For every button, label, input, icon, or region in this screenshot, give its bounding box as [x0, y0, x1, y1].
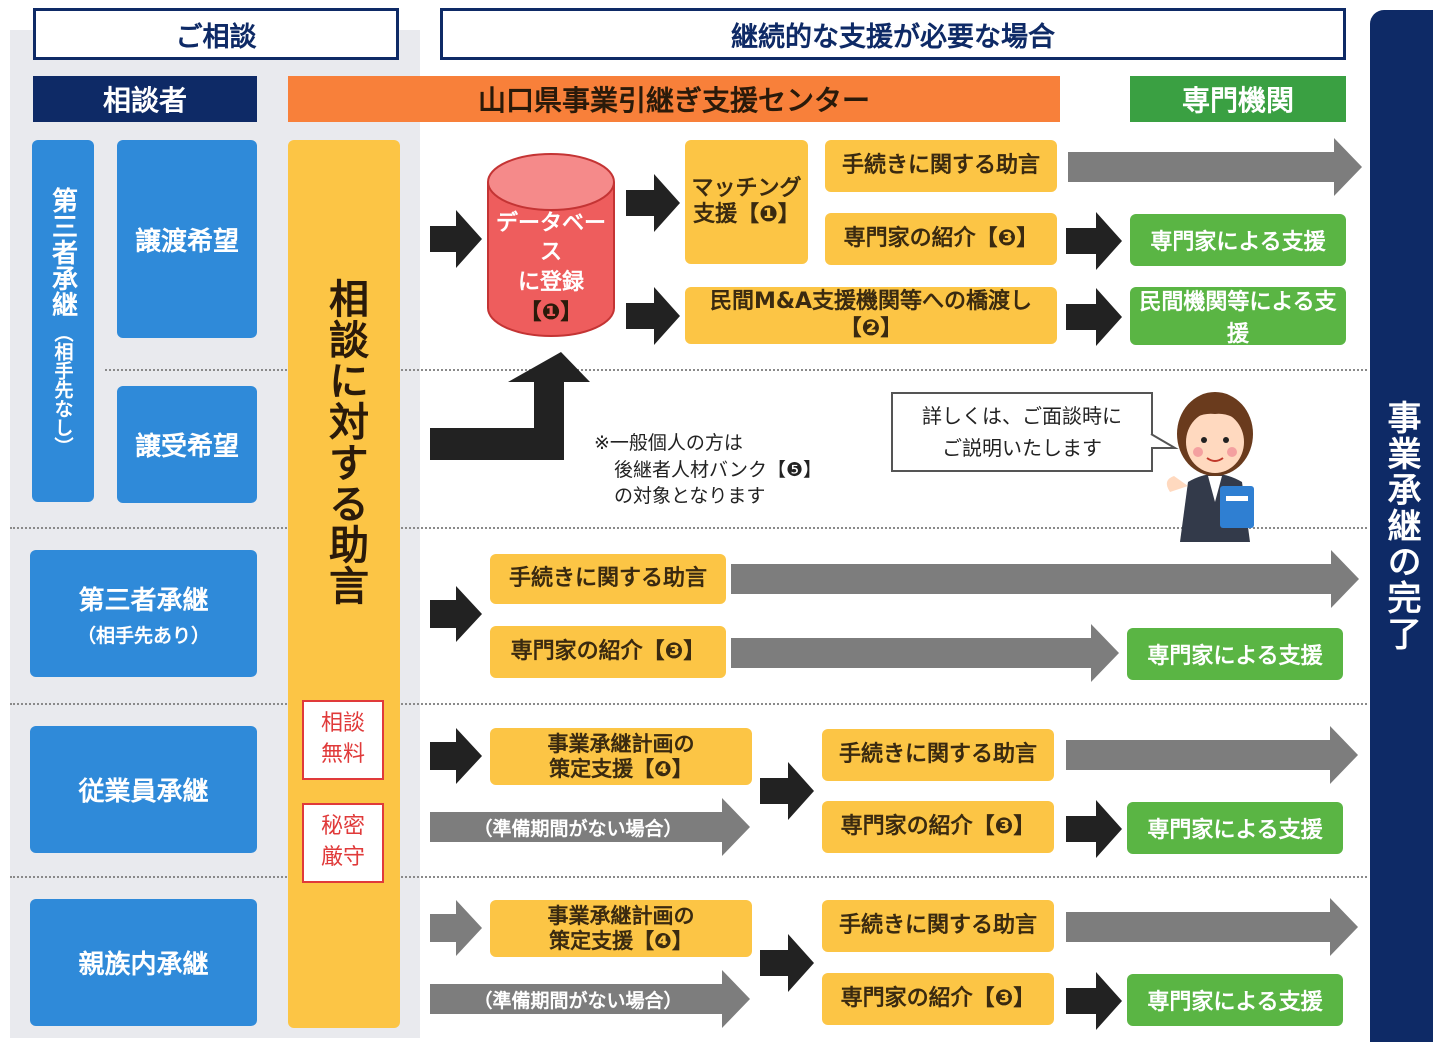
gray-arrow-row1 — [1068, 138, 1362, 196]
separator-2 — [10, 527, 1367, 529]
free-line1: 相談 — [320, 711, 365, 737]
database-line1: データベース — [495, 210, 606, 266]
box-receive-wish: 譲受希望 — [117, 386, 257, 503]
gray-arrow-row4-advice — [1066, 898, 1358, 956]
plan-line1-family: 事業承継計画の — [547, 904, 695, 929]
black-elbow-arrow-receive — [430, 352, 590, 460]
database-line2: に登録 — [517, 270, 584, 295]
box-expert-support-3: 専門家による支援 — [1127, 802, 1343, 854]
bubble-tail — [1150, 433, 1179, 449]
box-transfer-wish: 譲渡希望 — [117, 140, 257, 338]
free-line2: 無料 — [320, 742, 365, 767]
completion-label: 事業承継の完了 — [1381, 400, 1421, 652]
black-arrow-row2-entry — [430, 586, 482, 642]
secret-line1: 秘密 — [320, 814, 365, 840]
matching-line2: 支援【❶】 — [693, 202, 800, 227]
separator-3 — [10, 703, 1367, 705]
database-label: データベース に登録 【❶】 — [490, 210, 612, 325]
black-arrow-expert-1 — [1066, 212, 1122, 270]
black-arrow-employee-entry — [430, 728, 482, 784]
gray-arrow-row2-intro — [731, 624, 1119, 682]
black-arrow-to-private-ma — [626, 287, 680, 345]
gray-arrow-row3-advice — [1066, 726, 1358, 784]
matching-line1: マッチング — [691, 175, 802, 201]
plan-line2-employee: 策定支援【❹】 — [549, 756, 693, 781]
black-arrow-to-database — [430, 210, 482, 268]
band-specialist: 専門機関 — [1130, 76, 1346, 122]
third-party-with-partner-sub: （相手先あり） — [76, 624, 210, 647]
box-expert-intro-4: 専門家の紹介【❸】 — [822, 973, 1054, 1025]
stamp-confidential: 秘密 厳守 — [302, 803, 384, 883]
band-consultant: 相談者 — [33, 76, 257, 122]
box-plan-support-employee: 事業承継計画の 策定支援【❹】 — [490, 728, 752, 785]
note-line1: ※一般個人の方は — [594, 432, 743, 454]
box-procedure-advice-1: 手続きに関する助言 — [825, 140, 1057, 192]
gray-arrow-row2-advice — [731, 550, 1359, 608]
black-arrow-expert-4 — [1066, 972, 1122, 1030]
box-procedure-advice-4: 手続きに関する助言 — [822, 900, 1054, 952]
box-expert-intro-1: 専門家の紹介【❸】 — [825, 213, 1057, 265]
box-expert-support-1: 専門家による支援 — [1130, 214, 1346, 266]
header-continuous-support: 継続的な支援が必要な場合 — [440, 8, 1346, 60]
plan-line1-employee: 事業承継計画の — [547, 732, 695, 757]
box-private-ma-bridge: 民間M&A支援機関等への橋渡し【❷】 — [685, 287, 1057, 344]
black-arrow-family-mid — [760, 934, 814, 992]
box-expert-intro-2: 専門家の紹介【❸】 — [490, 626, 726, 678]
separator-1 — [105, 369, 1367, 371]
box-third-party-with-partner: 第三者承継 （相手先あり） — [30, 550, 257, 677]
third-party-no-partner-sub: （相手先なし） — [51, 322, 74, 456]
gray-arrow-no-prep-employee — [430, 798, 750, 856]
header-consult: ご相談 — [33, 8, 399, 60]
box-procedure-advice-2: 手続きに関する助言 — [490, 554, 726, 604]
gray-arrow-family-entry — [430, 900, 482, 956]
gray-arrow-no-prep-family — [430, 970, 750, 1028]
box-matching-support: マッチング 支援【❶】 — [685, 140, 808, 264]
secret-line2: 厳守 — [320, 845, 365, 870]
consultant-woman-icon — [1166, 392, 1254, 542]
bubble-line1: 詳しくは、ご面談時に — [922, 404, 1122, 428]
box-expert-intro-3: 専門家の紹介【❸】 — [822, 801, 1054, 853]
box-private-support: 民間機関等による支援 — [1130, 287, 1346, 347]
note-general-individual: ※一般個人の方は 後継者人材バンク【❺】 の対象となります — [594, 430, 822, 510]
third-party-with-partner-label: 第三者承継 — [78, 585, 209, 616]
no-prep-label-employee: （準備期間がない場合） — [473, 817, 683, 840]
black-arrow-expert-3 — [1066, 800, 1122, 858]
black-arrow-employee-mid — [760, 762, 814, 820]
black-arrow-to-matching — [626, 174, 680, 232]
box-expert-support-2: 専門家による支援 — [1127, 628, 1343, 680]
no-prep-label-family: （準備期間がない場合） — [473, 989, 683, 1012]
box-family-succession: 親族内承継 — [30, 899, 257, 1026]
box-expert-support-4: 専門家による支援 — [1127, 974, 1343, 1026]
box-employee-succession: 従業員承継 — [30, 726, 257, 853]
advice-column-label: 相談に対する助言 — [322, 278, 368, 606]
box-plan-support-family: 事業承継計画の 策定支援【❹】 — [490, 900, 752, 957]
note-line2: 後継者人材バンク【❺】 — [614, 458, 822, 481]
note-line3: の対象となります — [614, 485, 766, 508]
speech-bubble: 詳しくは、ご面談時に ご説明いたします — [891, 392, 1153, 472]
database-cylinder-icon — [487, 153, 615, 337]
separator-4 — [10, 876, 1367, 878]
stamp-free-consultation: 相談 無料 — [302, 700, 384, 780]
completion-bar: 事業承継の完了 — [1370, 10, 1433, 1042]
third-party-no-partner-label: 第三者承継 — [47, 186, 78, 317]
box-third-party-no-partner: 第三者承継 （相手先なし） — [32, 140, 94, 502]
plan-line2-family: 策定支援【❹】 — [549, 928, 693, 953]
database-line3: 【❶】 — [519, 299, 583, 325]
box-procedure-advice-3: 手続きに関する助言 — [822, 729, 1054, 781]
band-support-center: 山口県事業引継ぎ支援センター — [288, 76, 1060, 122]
black-arrow-private-support — [1066, 288, 1122, 346]
bubble-line2: ご説明いたします — [942, 436, 1102, 460]
